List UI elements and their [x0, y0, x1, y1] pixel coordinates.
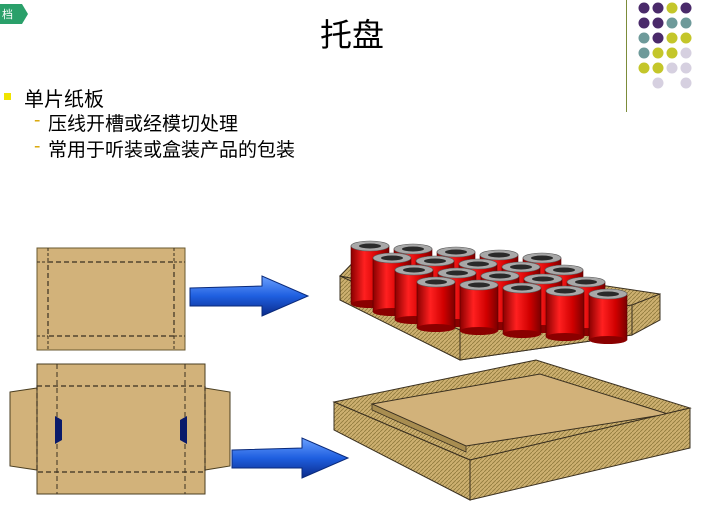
decorative-dots: [638, 2, 692, 89]
bullet-sub-2-text: 常用于听装或盒装产品的包装: [48, 139, 296, 161]
decorative-dot: [666, 17, 678, 29]
bullet-main-text: 单片纸板: [24, 87, 104, 111]
decorative-dot: [638, 62, 650, 74]
decorative-dot: [680, 77, 692, 89]
right-arrow-icon: [189, 275, 310, 317]
corner-tag: 档: [0, 4, 28, 24]
can: [459, 279, 499, 335]
divider-line: [626, 0, 627, 112]
can: [545, 285, 585, 341]
decorative-dot: [652, 32, 664, 44]
bullet-main: 单片纸板: [4, 83, 295, 111]
tray-with-cans: [339, 240, 661, 361]
decorative-dot: [652, 17, 664, 29]
decorative-dot: [638, 2, 650, 14]
bullet-sub-1: - 压线开槽或经模切处理: [4, 109, 295, 135]
decorative-dot: [680, 62, 692, 74]
decorative-dot: [638, 32, 650, 44]
decorative-dot: [638, 17, 650, 29]
dash-icon: -: [34, 135, 41, 157]
can: [588, 288, 628, 344]
dash-icon: -: [34, 109, 41, 131]
decorative-dot: [652, 77, 664, 89]
decorative-dot: [652, 62, 664, 74]
decorative-dot: [680, 2, 692, 14]
decorative-dot: [638, 47, 650, 59]
bullet-sub-1-text: 压线开槽或经模切处理: [48, 113, 239, 135]
decorative-dot: [680, 47, 692, 59]
corner-tag-text: 档: [2, 8, 13, 21]
right-arrow-icon: [231, 437, 350, 479]
decorative-dot: [666, 62, 678, 74]
can: [416, 276, 456, 332]
page-title: 托盘: [319, 16, 384, 54]
decorative-dot: [666, 47, 678, 59]
flat-blank-top: [36, 247, 186, 351]
corner-tag-shape: [0, 4, 28, 24]
decorative-dot: [666, 2, 678, 14]
can: [502, 282, 542, 338]
bullet-square-icon: [4, 93, 11, 100]
bullet-sub-2: - 常用于听装或盒装产品的包装: [4, 135, 295, 161]
empty-tray: [332, 359, 692, 501]
decorative-dot: [652, 2, 664, 14]
decorative-dot: [652, 47, 664, 59]
decorative-dot: [680, 32, 692, 44]
bullet-list: 单片纸板 - 压线开槽或经模切处理 - 常用于听装或盒装产品的包装: [4, 83, 295, 161]
decorative-dot: [680, 17, 692, 29]
decorative-dot: [666, 32, 678, 44]
flat-blank-bottom: [9, 363, 231, 495]
